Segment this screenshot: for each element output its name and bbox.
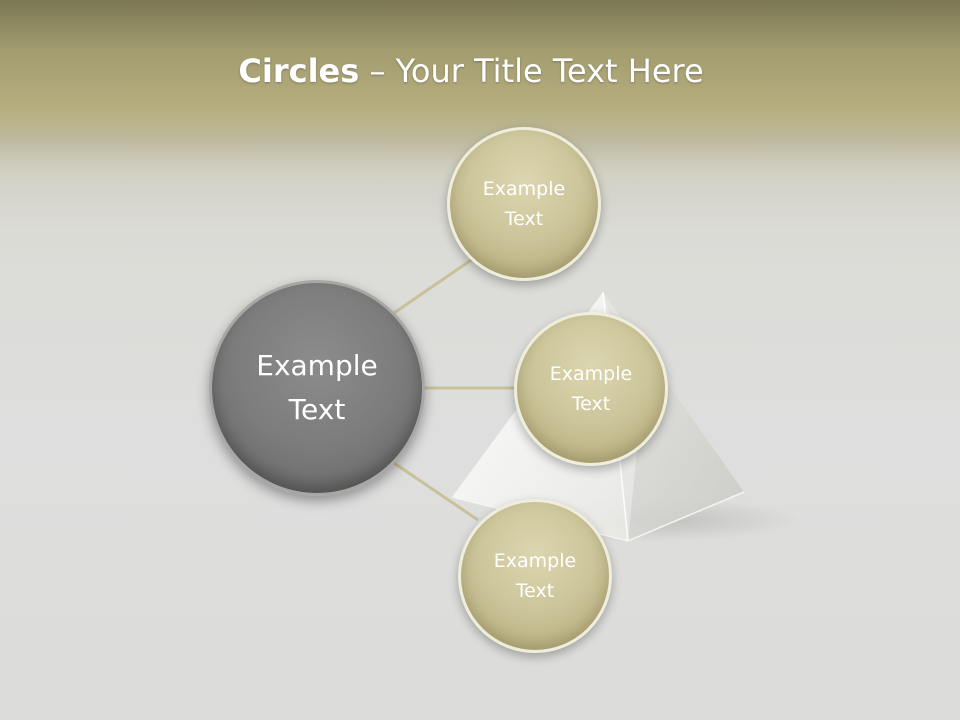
title-bold: Circles — [238, 52, 360, 90]
node-bottom-line1: Example — [493, 550, 577, 572]
node-middle-line1: Example — [549, 363, 633, 385]
center-circle-line2: Text — [288, 393, 346, 426]
connector-bottom — [393, 461, 479, 522]
node-circle-top[interactable]: Example Text — [447, 127, 601, 281]
slide-title: Circles – Your Title Text Here — [0, 52, 942, 90]
center-circle[interactable]: Example Text — [209, 280, 425, 496]
node-circle-middle[interactable]: Example Text — [514, 312, 668, 466]
node-bottom-line2: Text — [515, 580, 555, 602]
connector-top — [393, 256, 475, 315]
title-rest: – Your Title Text Here — [359, 52, 704, 90]
node-top-line1: Example — [482, 178, 566, 200]
node-middle-line2: Text — [571, 393, 611, 415]
center-circle-line1: Example — [256, 349, 378, 382]
node-top-line2: Text — [504, 208, 544, 230]
node-circle-bottom[interactable]: Example Text — [458, 499, 612, 653]
